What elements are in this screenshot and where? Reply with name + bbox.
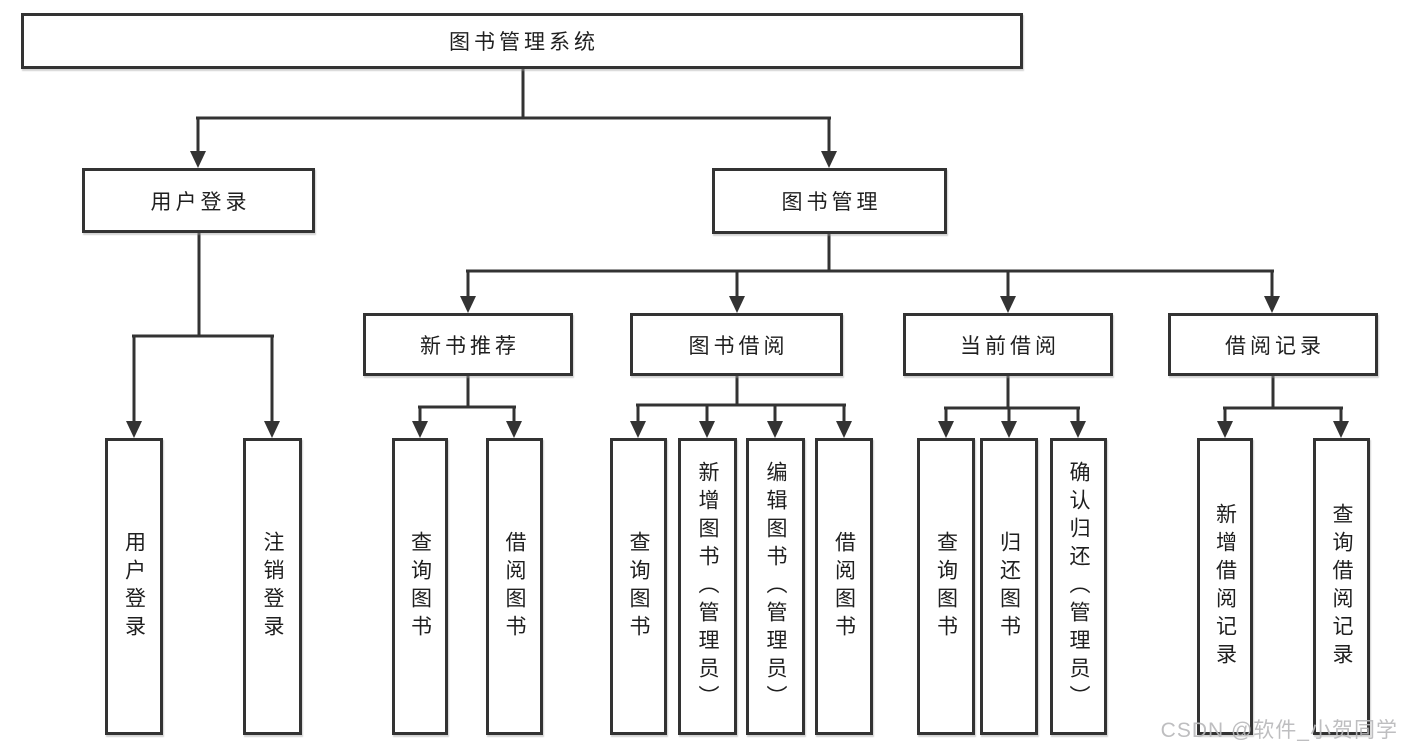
node-label: 借阅记录 (1225, 334, 1325, 358)
node-label: 新增借阅记录 (1213, 502, 1237, 671)
node-borrowing-records: 借阅记录 (1168, 313, 1378, 376)
node-label: 编辑图书（管理员） (764, 460, 787, 713)
leaf-logout: 注销登录 (243, 438, 302, 735)
leaf-query-borrow-record: 查询借阅记录 (1313, 438, 1370, 735)
node-label: 用户登录 (122, 530, 146, 643)
node-label: 图书借阅 (688, 334, 789, 358)
node-label: 归还图书 (997, 530, 1021, 643)
csdn-watermark: CSDN @软件_小贺同学 (1160, 719, 1398, 742)
leaf-confirm-return-admin: 确认归还（管理员） (1050, 438, 1107, 735)
leaf-user-login: 用户登录 (105, 438, 163, 735)
node-new-book-recommendation: 新书推荐 (363, 313, 573, 376)
node-label: 查询图书 (627, 530, 650, 643)
node-label: 确认归还（管理员） (1067, 460, 1090, 713)
leaf-borrow-books-borrowing: 借阅图书 (815, 438, 873, 735)
node-current-borrowing: 当前借阅 (903, 313, 1113, 376)
node-book-management: 图书管理 (712, 168, 947, 234)
leaf-query-books-recommend: 查询图书 (392, 438, 448, 735)
leaf-borrow-books-recommend: 借阅图书 (486, 438, 543, 735)
leaf-return-books: 归还图书 (980, 438, 1038, 735)
leaf-edit-book-admin: 编辑图书（管理员） (746, 438, 805, 735)
arrowheads (126, 151, 1349, 438)
node-label: 借阅图书 (832, 530, 856, 643)
node-label: 借阅图书 (503, 530, 526, 643)
node-label: 图书管理 (781, 191, 882, 214)
leaf-add-borrow-record: 新增借阅记录 (1197, 438, 1253, 735)
node-label: 查询图书 (934, 530, 958, 643)
node-book-borrowing: 图书借阅 (630, 313, 843, 376)
node-label: 查询图书 (408, 530, 432, 643)
node-label: 查询借阅记录 (1330, 502, 1353, 671)
node-label: 图书管理系统 (449, 31, 599, 54)
node-label: 用户登录 (150, 190, 251, 214)
leaf-query-books-borrowing: 查询图书 (610, 438, 667, 735)
node-label: 注销登录 (261, 530, 284, 643)
node-library-management-system: 图书管理系统 (21, 13, 1023, 69)
leaf-add-book-admin: 新增图书（管理员） (678, 438, 737, 735)
node-label: 新书推荐 (420, 334, 520, 358)
node-label: 当前借阅 (960, 334, 1060, 358)
node-label: 新增图书（管理员） (696, 460, 719, 713)
leaf-query-books-current: 查询图书 (917, 438, 975, 735)
node-user-login: 用户登录 (82, 168, 315, 233)
